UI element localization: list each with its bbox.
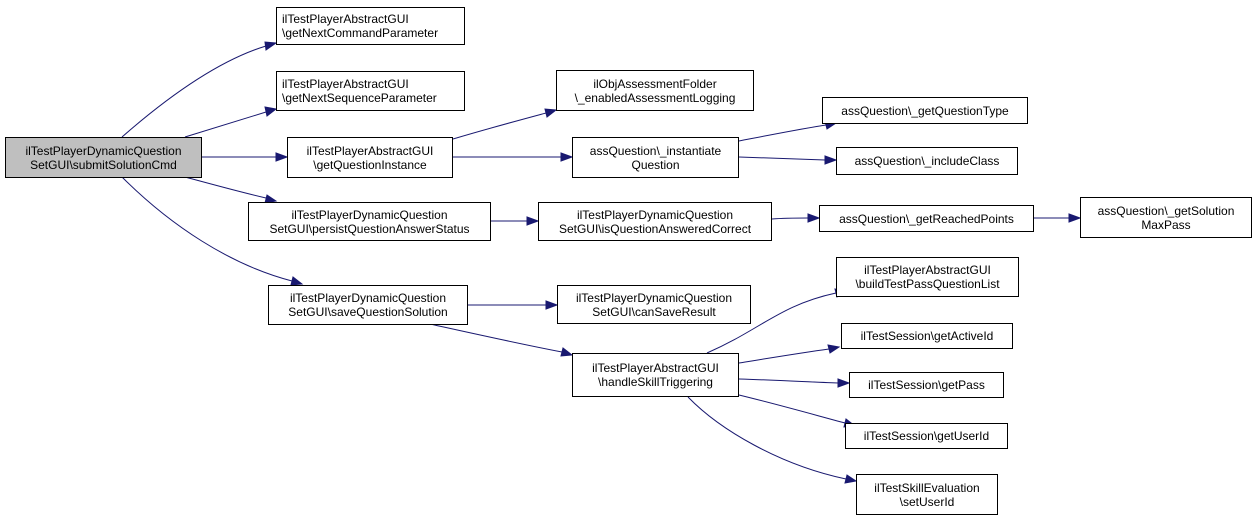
edge-handleskill-setuserid bbox=[687, 396, 847, 480]
edge-savesol-handleskill bbox=[429, 323, 563, 353]
edge-handleskill-getactiveid bbox=[738, 348, 830, 364]
node-line: SetGUI\canSaveResult bbox=[592, 304, 716, 319]
arrowhead-icon bbox=[526, 216, 540, 226]
arrowhead-icon bbox=[560, 152, 574, 162]
edge-root-persist bbox=[184, 176, 267, 199]
node-line: MaxPass bbox=[1141, 217, 1191, 232]
node-line: assQuestion\_getQuestionType bbox=[841, 103, 1009, 118]
node-set-user-id[interactable]: ilTestSkillEvaluation \setUserId bbox=[856, 474, 998, 515]
edge-root-savesolution bbox=[121, 176, 293, 282]
node-line: \getQuestionInstance bbox=[313, 157, 427, 172]
node-line: ilTestPlayerDynamicQuestion bbox=[575, 290, 733, 305]
arrowhead-icon bbox=[1068, 213, 1082, 223]
node-line: ilTestPlayerDynamicQuestion bbox=[25, 143, 182, 158]
node-line: Question bbox=[631, 157, 680, 172]
node-line: \_enabledAssessmentLogging bbox=[574, 90, 736, 105]
node-line: assQuestion\_instantiate bbox=[589, 143, 722, 158]
arrowhead-icon bbox=[290, 276, 304, 286]
node-line: \buildTestPassQuestionList bbox=[855, 277, 1000, 291]
node-get-question-type[interactable]: assQuestion\_getQuestionType bbox=[822, 97, 1028, 124]
arrowhead-icon bbox=[844, 474, 858, 484]
node-line: SetGUI\isQuestionAnsweredCorrect bbox=[558, 221, 752, 236]
node-line: ilTestPlayerAbstractGUI bbox=[592, 361, 719, 375]
node-persist-question-answer-status[interactable]: ilTestPlayerDynamicQuestion SetGUI\persi… bbox=[248, 202, 491, 241]
edge-instantiate-getqtype bbox=[738, 124, 827, 142]
node-line: ilObjAssessmentFolder bbox=[593, 76, 717, 91]
node-line: ilTestSession\getPass bbox=[868, 378, 985, 392]
node-line: assQuestion\_includeClass bbox=[854, 154, 1000, 168]
node-line: assQuestion\_getReachedPoints bbox=[839, 211, 1014, 226]
node-line: assQuestion\_getSolution bbox=[1097, 203, 1235, 218]
arrowhead-icon bbox=[827, 344, 841, 354]
arrowhead-icon bbox=[807, 213, 821, 223]
node-get-next-command-parameter[interactable]: ilTestPlayerAbstractGUI \getNextCommandP… bbox=[276, 7, 465, 45]
node-line: \handleSkillTriggering bbox=[598, 375, 713, 389]
node-get-pass[interactable]: ilTestSession\getPass bbox=[849, 372, 1004, 398]
node-build-test-pass-question-list[interactable]: ilTestPlayerAbstractGUI \buildTestPassQu… bbox=[836, 257, 1019, 297]
arrowhead-icon bbox=[275, 152, 289, 162]
arrowhead-icon bbox=[824, 155, 838, 165]
node-line: ilTestPlayerAbstractGUI bbox=[306, 143, 434, 158]
node-get-reached-points[interactable]: assQuestion\_getReachedPoints bbox=[819, 205, 1034, 232]
edge-isanswered-getreached bbox=[771, 217, 809, 220]
node-line: SetGUI\saveQuestionSolution bbox=[288, 305, 448, 319]
node-line: SetGUI\persistQuestionAnswerStatus bbox=[269, 221, 470, 236]
node-get-active-id[interactable]: ilTestSession\getActiveId bbox=[841, 323, 1013, 349]
node-line: ilTestPlayerDynamicQuestion bbox=[289, 291, 447, 305]
node-save-question-solution[interactable]: ilTestPlayerDynamicQuestion SetGUI\saveQ… bbox=[268, 285, 468, 325]
node-line: ilTestPlayerAbstractGUI bbox=[282, 12, 409, 26]
node-is-question-answered-correct[interactable]: ilTestPlayerDynamicQuestion SetGUI\isQue… bbox=[538, 202, 772, 241]
node-instantiate-question[interactable]: assQuestion\_instantiate Question bbox=[572, 137, 739, 178]
arrowhead-icon bbox=[264, 106, 278, 117]
edge-root-getnextcommand bbox=[121, 45, 267, 138]
edge-getqinst-enabledlog bbox=[452, 112, 547, 140]
arrowhead-icon bbox=[545, 300, 559, 310]
arrowhead-icon bbox=[837, 378, 851, 388]
node-line: ilTestPlayerDynamicQuestion bbox=[576, 207, 734, 222]
edge-instantiate-includeclass bbox=[738, 156, 826, 161]
node-get-question-instance[interactable]: ilTestPlayerAbstractGUI \getQuestionInst… bbox=[287, 137, 453, 178]
node-line: SetGUI\submitSolutionCmd bbox=[30, 157, 177, 172]
node-line: ilTestSession\getUserId bbox=[863, 429, 990, 443]
edge-root-getnextsequence bbox=[184, 111, 267, 138]
node-include-class[interactable]: assQuestion\_includeClass bbox=[836, 147, 1018, 175]
edge-handleskill-buildlist bbox=[706, 292, 837, 354]
node-get-next-sequence-parameter[interactable]: ilTestPlayerAbstractGUI \getNextSequence… bbox=[276, 71, 465, 111]
node-can-save-result[interactable]: ilTestPlayerDynamicQuestion SetGUI\canSa… bbox=[557, 285, 751, 324]
edge-handleskill-getuserid bbox=[738, 394, 846, 424]
node-line: ilTestPlayerAbstractGUI bbox=[864, 263, 991, 277]
arrowhead-icon bbox=[560, 347, 574, 357]
node-line: \getNextSequenceParameter bbox=[282, 91, 437, 105]
node-handle-skill-triggering[interactable]: ilTestPlayerAbstractGUI \handleSkillTrig… bbox=[572, 353, 739, 397]
node-get-solution-max-pass[interactable]: assQuestion\_getSolution MaxPass bbox=[1080, 197, 1252, 238]
node-enabled-assessment-logging[interactable]: ilObjAssessmentFolder \_enabledAssessmen… bbox=[556, 70, 754, 111]
arrowhead-icon bbox=[544, 108, 558, 118]
node-line: ilTestPlayerAbstractGUI bbox=[282, 77, 409, 91]
node-line: ilTestPlayerDynamicQuestion bbox=[291, 207, 448, 222]
node-line: \getNextCommandParameter bbox=[282, 26, 439, 40]
arrowhead-icon bbox=[264, 41, 278, 51]
node-submit-solution-cmd: ilTestPlayerDynamicQuestion SetGUI\submi… bbox=[5, 137, 202, 178]
node-line: \setUserId bbox=[899, 494, 955, 509]
node-get-user-id[interactable]: ilTestSession\getUserId bbox=[845, 423, 1008, 449]
edge-handleskill-getpass bbox=[738, 378, 839, 384]
node-line: ilTestSkillEvaluation bbox=[874, 480, 980, 495]
node-line: ilTestSession\getActiveId bbox=[860, 329, 994, 343]
